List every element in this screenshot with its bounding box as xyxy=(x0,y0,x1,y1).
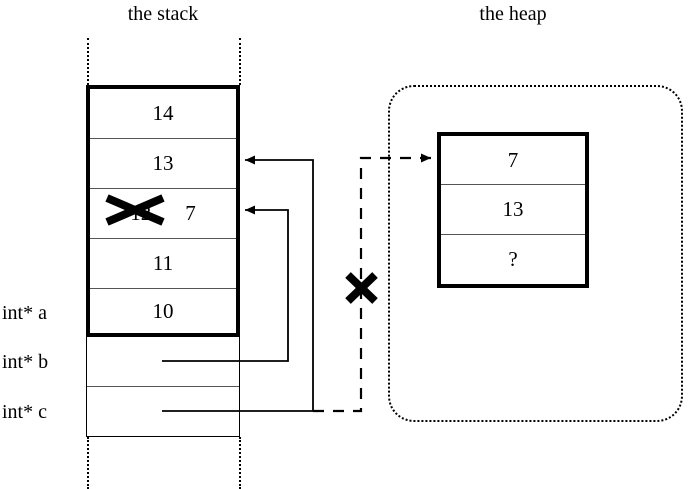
stack-cell-value: 10 xyxy=(152,298,174,323)
var-label-a: int* a xyxy=(2,302,47,324)
stack-cell-value: 11 xyxy=(152,251,174,275)
var-label-b: int* b xyxy=(2,351,49,373)
stack-cell-14: 14 xyxy=(90,89,236,139)
stack-dotted-bottom-right xyxy=(239,437,241,489)
stack-cell-13: 13 xyxy=(90,139,236,189)
heap-cell-value: 13 xyxy=(502,196,524,221)
heap-block: 7 13 ? xyxy=(437,132,589,288)
invalid-pointer-cross-icon xyxy=(345,272,378,304)
stack-cell-10: 10 xyxy=(90,289,236,333)
stack-cell-value-struck: 12 xyxy=(130,201,152,225)
stack-cell-12-struck: 12 7 xyxy=(90,189,236,239)
stack-cell-pointer-b xyxy=(87,337,239,387)
stack-cell-value: 14 xyxy=(152,101,174,125)
heap-cell-value: ? xyxy=(508,246,518,271)
heap-cell-value: 7 xyxy=(507,147,519,172)
stack-cell-value-replacement: 7 xyxy=(185,201,196,225)
heap-cell-2: ? xyxy=(441,235,585,284)
stack-dotted-bottom-left xyxy=(87,437,89,489)
stack-cell-value: 13 xyxy=(152,151,174,175)
heap-cell-0: 7 xyxy=(441,136,585,186)
stack-live-frame: 14 13 12 7 11 10 xyxy=(86,85,240,337)
stack-pointer-frame xyxy=(86,337,240,437)
stack-dotted-top-right xyxy=(239,38,241,85)
var-label-c: int* c xyxy=(2,401,47,423)
stack-cell-pointer-c xyxy=(87,387,239,437)
heap-cell-1: 13 xyxy=(441,185,585,235)
heap-title: the heap xyxy=(479,3,547,25)
stack-cell-11: 11 xyxy=(90,239,236,289)
stack-dotted-top-left xyxy=(87,38,89,85)
stack-title: the stack xyxy=(127,3,199,25)
